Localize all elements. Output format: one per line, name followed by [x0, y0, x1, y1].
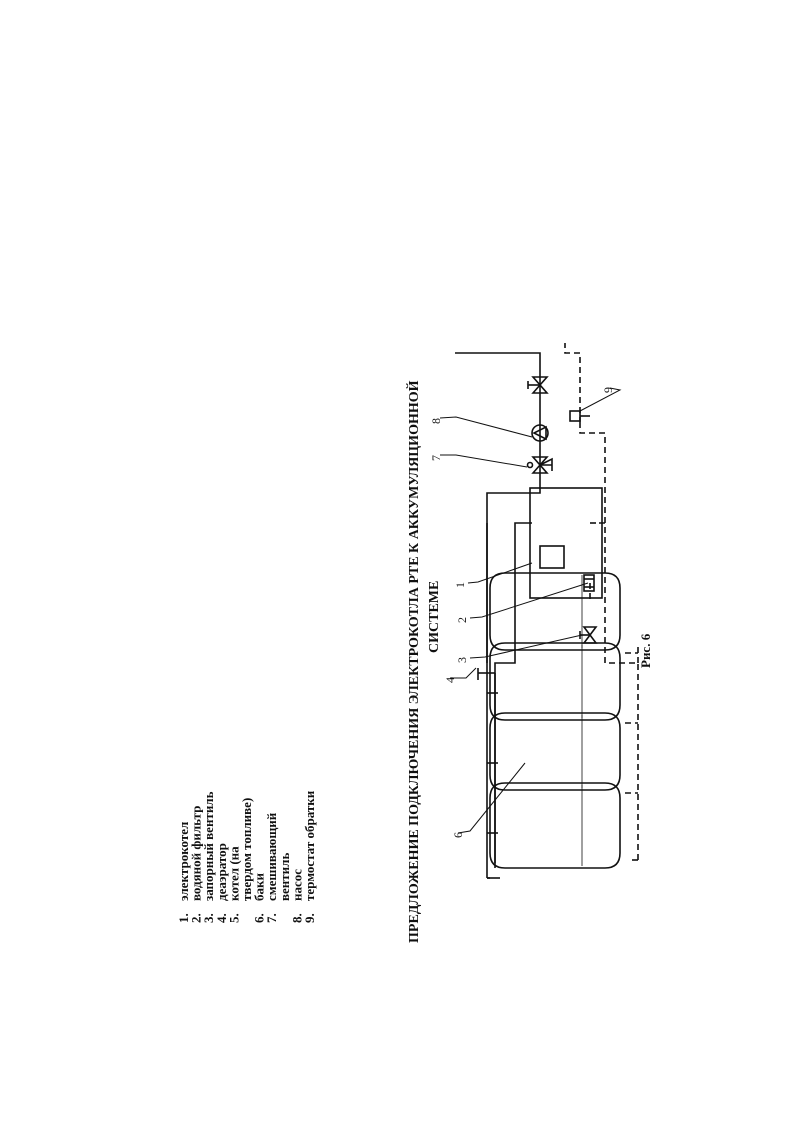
diagram-title-line2: СИСТЕМЕ [427, 581, 442, 653]
callout-8: 8 [429, 418, 443, 424]
legend-item-number: 3. [201, 913, 216, 923]
legend-item-text: насос [289, 869, 304, 901]
legend-item-text: электрокотел [176, 822, 191, 901]
mixing-valve [526, 456, 553, 474]
tank-3 [489, 642, 621, 721]
supply-line [486, 385, 541, 673]
boiler-display [539, 545, 565, 569]
shutoff-valve [579, 626, 598, 644]
legend-item-text: запорный вентиль [201, 791, 216, 901]
legend-item-number: 4. [214, 913, 229, 923]
legend-item-number: 9. [302, 913, 317, 923]
legend-item-text: твердом топливе) [239, 798, 254, 901]
legend-list: 1. электрокотел 2. водяной фильтр 3. запорный… [176, 790, 317, 923]
callout-4: 4 [443, 677, 457, 683]
diagram-title-line1: ПРЕДЛОЖЕНИЕ ПОДКЛЮЧЕНИЯ ЭЛЕКТРОКОТЛА PTE… [405, 380, 422, 943]
callout-6: 6 [451, 832, 465, 838]
legend-item-number: 7. [264, 913, 279, 923]
tank-2 [489, 712, 621, 791]
callout-3: 3 [455, 657, 469, 663]
tank-4 [489, 572, 621, 651]
return-thermostat [569, 410, 590, 422]
callout-1: 1 [453, 582, 467, 588]
rotated-content: 1. электрокотел 2. водяной фильтр 3. запорный… [176, 343, 653, 943]
legend-item-text: водяной фильтр [189, 806, 204, 901]
legend-item-number: 2. [189, 913, 204, 923]
legend-item-text: вентиль [277, 853, 292, 901]
callout-leaders [439, 387, 622, 834]
legend-item-text: деаэратор [214, 843, 229, 901]
callout-7: 7 [429, 455, 443, 461]
legend-item-text: термостат обратки [302, 790, 317, 901]
figure-caption: Рис. 6 [638, 633, 653, 668]
storage-tanks [489, 572, 621, 869]
shutoff-valve-top [527, 376, 549, 394]
legend-item-text: смешивающий [264, 812, 279, 901]
legend-item-number: 8. [289, 913, 304, 923]
legend-item-number: 5. [226, 913, 241, 923]
circulation-pump [531, 424, 549, 442]
legend-item-number: 6. [252, 913, 267, 923]
legend-item-text: баки [252, 873, 267, 901]
electric-boiler [529, 487, 603, 599]
water-filter [583, 574, 595, 592]
piping-diagram [439, 343, 639, 879]
callout-2: 2 [455, 617, 469, 623]
tank-1 [489, 782, 621, 869]
legend-item-text: котел (на [226, 846, 241, 901]
callout-9: 9 [601, 387, 615, 393]
legend-item-number: 1. [176, 913, 191, 923]
